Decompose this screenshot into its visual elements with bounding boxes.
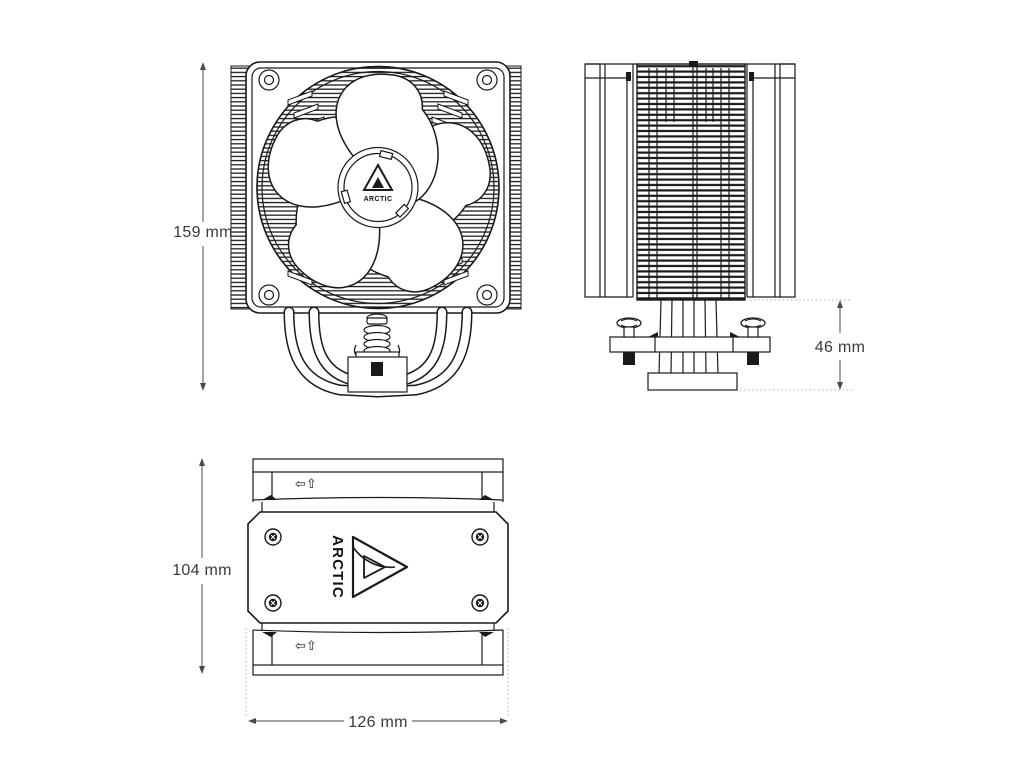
fan-corner-screws (258, 69, 498, 306)
dimension-label-depth: 104 mm (172, 562, 232, 579)
arctic-logo-hub: ARCTIC (362, 162, 394, 203)
fan-screw (258, 69, 280, 91)
fan-frame-inner-line (251, 67, 505, 308)
arctic-logo-plate: ARCTIC (329, 535, 409, 599)
fan-hub: ARCTIC (337, 146, 419, 229)
heatpipe-ends-side (648, 64, 730, 300)
fan-screw (476, 284, 498, 306)
fan-strip-top: ⇦⇧ (252, 458, 504, 512)
dimension-clearance-46: 46 mm (740, 299, 865, 391)
dimension-depth-104: 104 mm (172, 458, 232, 674)
mounting-bracket-side (609, 317, 771, 366)
airflow-direction-icon-top: ⇦⇧ (295, 477, 317, 492)
fan-frame-side-right (745, 63, 796, 298)
airflow-direction-icon-bottom: ⇦⇧ (295, 639, 317, 654)
dimension-label-width: 126 mm (348, 714, 408, 731)
plate-logo-text: ARCTIC (329, 535, 346, 599)
fan-screw (258, 284, 280, 306)
fan-strip-bottom: ⇦⇧ (252, 623, 504, 676)
dimension-height-159: 159 mm (173, 62, 233, 391)
fan-frame-side-left (584, 63, 637, 298)
fan-opening-ring-inner (261, 70, 495, 305)
spring-screw-front (353, 313, 401, 358)
plate-screw (264, 594, 282, 612)
cold-plate-front (347, 351, 408, 393)
fin-top-tab (689, 61, 698, 66)
base-plate-side (647, 372, 738, 391)
fan-screw (476, 69, 498, 91)
front-view: ARCTIC (230, 59, 522, 398)
hub-logo-text: ARCTIC (364, 196, 393, 203)
plate-screw (471, 528, 489, 546)
hub-notches (340, 149, 410, 219)
plate-screw (471, 594, 489, 612)
side-view (584, 61, 796, 391)
top-cover-plate: ARCTIC (247, 511, 509, 624)
dimension-label-height: 159 mm (173, 224, 233, 241)
fan-opening-ring-outer (256, 65, 500, 310)
plate-screw (264, 528, 282, 546)
dimension-width-126: 126 mm (245, 628, 509, 731)
top-view: ⇦⇧ ARCTIC (247, 458, 509, 676)
fin-stack-side (636, 63, 746, 301)
dimension-label-clearance: 46 mm (815, 339, 865, 356)
